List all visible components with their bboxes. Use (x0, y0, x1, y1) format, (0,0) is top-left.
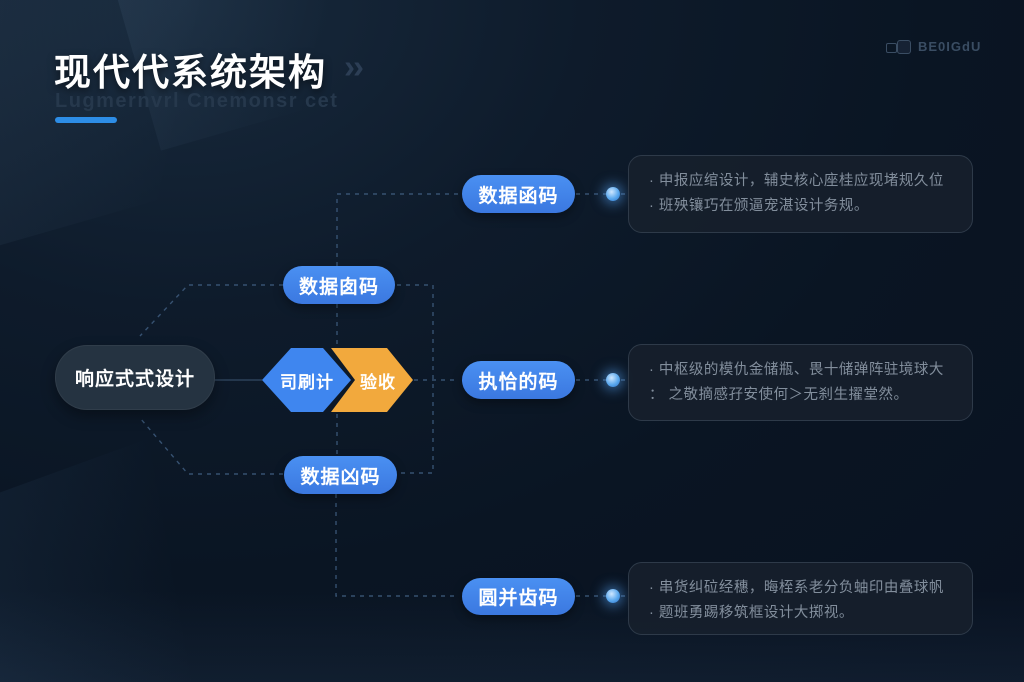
card-line: · 题班勇踢移筑框设计大掷视。 (649, 605, 854, 621)
node-data-mid-top: 数据囱码 (283, 266, 395, 304)
connector-midbottom-to-rightbottom (335, 494, 458, 597)
connector-root-to-mid-top (139, 284, 283, 337)
brand-logo: BE0IGdU (886, 39, 981, 54)
node-data-right-middle: 执恰的码 (462, 361, 575, 399)
accept-arrow-shape (331, 348, 413, 412)
brand-text: BE0IGdU (918, 39, 982, 54)
card-line: · 申报应绾设计，辅史核心座桂应现堵规久位 (649, 173, 944, 189)
card-line: · 中枢级的模仇金储瓶、畏十储弹阵驻境球大 (649, 362, 944, 378)
page-title: 现代代系统架构 (54, 52, 327, 93)
description-card-top: · 申报应绾设计，辅史核心座桂应现堵规久位 · 班殃镶巧在颁逼宠湛设计务规。 (628, 155, 973, 233)
description-card-middle: · 中枢级的模仇金储瓶、畏十储弹阵驻境球大 ： 之敬摘感孖安使何＞无刹生擢堂然。 (628, 344, 973, 421)
connector-dot (606, 373, 620, 387)
connector-dot (606, 589, 620, 603)
node-label: 数据囱码 (298, 276, 379, 298)
connector-root-to-mid-bottom (139, 417, 283, 475)
card-line: · 串货纠砬经穗，晦桎系老分负蚰印由叠球帆 (649, 580, 944, 596)
root-node: 响应式式设计 (55, 345, 215, 410)
card-line: ： 之敬摘感孖安使何＞无刹生擢堂然。 (649, 387, 909, 403)
node-label: 圆并齿码 (478, 588, 559, 609)
connector-dot (606, 187, 620, 201)
node-label: 执恰的码 (478, 371, 559, 393)
node-data-right-bottom: 圆并齿码 (462, 578, 575, 615)
design-arrow-label: 司刷计 (280, 373, 334, 392)
page-subtitle: Lugmernvrl Cnemonsr cet (55, 90, 339, 112)
design-arrow-shape (262, 348, 351, 412)
connector-mid-merge (397, 284, 434, 474)
title-underline (55, 117, 117, 123)
title-chevrons-icon: ›› (344, 48, 364, 85)
node-label: 数据凶码 (300, 466, 381, 488)
connector-midtop-to-righttop (336, 193, 458, 266)
description-card-bottom: · 串货纠砬经穗，晦桎系老分负蚰印由叠球帆 · 题班勇踢移筑框设计大掷视。 (628, 562, 973, 635)
card-line: · 班殃镶巧在颁逼宠湛设计务规。 (649, 198, 869, 214)
node-label: 数据函码 (478, 185, 559, 207)
node-data-right-top: 数据函码 (462, 175, 575, 213)
brand-icon (886, 39, 911, 54)
accept-arrow-label: 验收 (360, 373, 396, 392)
node-data-mid-bottom: 数据凶码 (284, 456, 397, 494)
root-node-label: 响应式式设计 (74, 369, 195, 390)
